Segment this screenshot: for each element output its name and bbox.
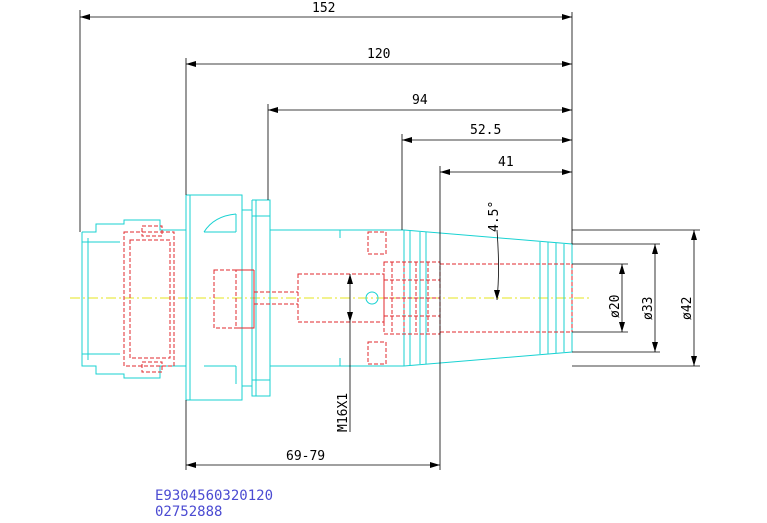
dim-dia-20: ø20 bbox=[608, 295, 623, 318]
dimension-lines bbox=[79, 10, 700, 470]
dimension-labels: 152 120 94 52.5 41 69-79 4.5° ø20 ø33 ø4… bbox=[286, 1, 695, 464]
dim-taper-angle: 4.5° bbox=[487, 201, 502, 232]
dim-dia-33: ø33 bbox=[641, 297, 656, 320]
dim-41: 41 bbox=[498, 155, 514, 170]
dim-94: 94 bbox=[412, 93, 428, 108]
hidden-lines bbox=[123, 225, 573, 373]
dim-dia-42: ø42 bbox=[680, 297, 695, 320]
dim-52-5: 52.5 bbox=[470, 123, 501, 138]
dim-69-79: 69-79 bbox=[286, 449, 325, 464]
dim-120: 120 bbox=[367, 47, 390, 62]
part-code-line-1: E9304560320120 bbox=[155, 488, 274, 504]
dim-thread-m16x1: M16X1 bbox=[336, 393, 351, 432]
part-code-line-2: 02752888 bbox=[155, 504, 223, 520]
dim-152: 152 bbox=[312, 1, 335, 16]
